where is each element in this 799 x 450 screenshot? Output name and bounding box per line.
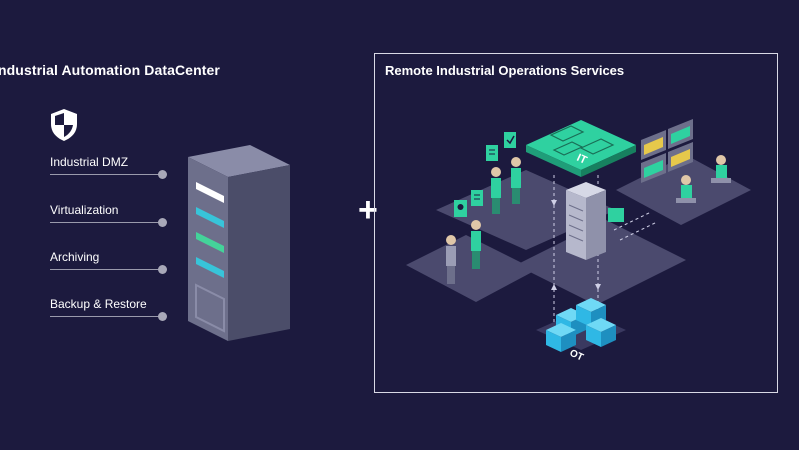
connector-dot: [158, 265, 167, 274]
operator-figure: [711, 155, 731, 183]
connector-line: [50, 316, 160, 317]
feature-industrial-dmz: Industrial DMZ: [50, 155, 170, 179]
monitor-wall: [641, 119, 693, 183]
ot-label: OT: [568, 348, 585, 364]
feature-label: Backup & Restore: [50, 297, 147, 311]
datacenter-title: Industrial Automation DataCenter: [0, 62, 220, 78]
central-server-right: [586, 190, 606, 260]
feature-virtualization: Virtualization: [50, 203, 170, 227]
flow-arrow-down: [595, 284, 601, 290]
operator-figure: [676, 175, 696, 203]
feature-backup-restore: Backup & Restore: [50, 297, 170, 321]
connector-line: [50, 174, 160, 175]
document-icon: [471, 190, 483, 206]
tablet-icon: [454, 200, 467, 217]
ot-cubes: [546, 298, 616, 352]
field-staff-figure: [471, 220, 481, 269]
connector-dot: [158, 218, 167, 227]
field-staff-platform: [406, 235, 536, 302]
checklist-icon: [486, 145, 498, 161]
feature-archiving: Archiving: [50, 250, 170, 274]
flow-arrow-up: [551, 284, 557, 290]
connector-dot: [158, 170, 167, 179]
flow-line: [619, 221, 658, 241]
server-slot-empty: [195, 283, 225, 333]
feature-label: Archiving: [50, 250, 100, 264]
server-rack-illustration: [188, 145, 290, 341]
connector-line: [50, 222, 160, 223]
server-slot-white: [196, 182, 224, 203]
plus-connector: +: [358, 191, 378, 229]
remote-services-title: Remote Industrial Operations Services: [385, 63, 625, 78]
server-slot-cyan: [196, 257, 224, 278]
field-staff-figure: [446, 235, 456, 284]
checkmark-icon: [504, 132, 516, 148]
it-staff-figure: [491, 167, 501, 214]
remote-operations-isometric-scene: IT OT: [406, 119, 751, 364]
connector-line: [50, 269, 160, 270]
feature-label: Virtualization: [50, 203, 119, 217]
flow-line: [613, 211, 652, 231]
remote-services-frame: [374, 53, 778, 393]
server-slot-green: [196, 232, 224, 253]
server-platform: [516, 220, 686, 305]
it-staff-figure: [511, 157, 521, 204]
central-server-left: [566, 190, 586, 260]
shield-icon: [51, 109, 77, 141]
feature-label: Industrial DMZ: [50, 155, 129, 169]
connector-dot: [158, 312, 167, 321]
server-slot-cyan: [196, 207, 224, 228]
status-screen: [608, 208, 624, 222]
flow-arrow-down: [551, 200, 557, 206]
